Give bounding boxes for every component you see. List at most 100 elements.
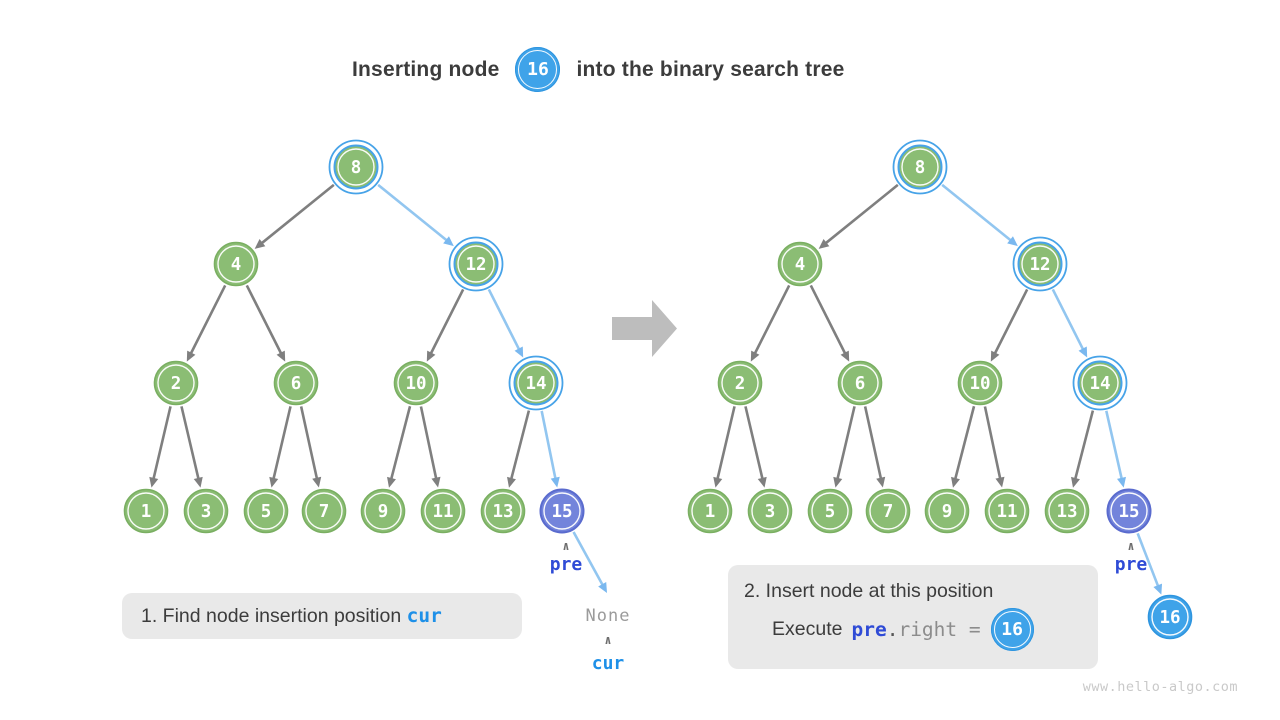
tree-node-R13: 13 [1044,488,1090,534]
tree-node-value-R13: 13 [1056,502,1077,522]
tree-node-R2: 2 [717,360,763,406]
tree-edge-L14-L13 [507,410,531,488]
tree-node-L8: 8 [328,139,384,195]
tree-node-L5: 5 [243,488,289,534]
tree-node-value-R14: 14 [1089,374,1110,394]
step2-caption-box: 2. Insert node at this position Execute … [728,565,1098,669]
tree-node-value-R3: 3 [765,502,776,522]
title-text-before: Inserting node [352,57,500,81]
tree-edge-R6-R7 [863,406,886,488]
step1-caption-box: 1. Find node insertion position cur [122,593,522,639]
tree-node-value-L13: 13 [492,502,513,522]
tree-node-R15: 15 [1106,488,1152,534]
tree-edge-R15-R16 [1136,532,1163,595]
tree-node-value-R5: 5 [825,502,836,522]
tree-node-L4: 4 [213,241,259,287]
tree-edge-L2-L1 [149,406,172,488]
title-node-circle: 16 [515,47,561,92]
right-code-label: right [898,618,958,641]
tree-node-value-L1: 1 [141,502,152,522]
tree-edge-L2-L3 [180,406,203,488]
tree-edge-R4-R2 [750,284,791,362]
tree-node-value-L5: 5 [261,502,272,522]
cur-code-label: cur [406,604,442,627]
tree-node-L10: 10 [393,360,439,406]
tree-edge-R12-R10 [990,288,1029,362]
tree-node-L3: 3 [183,488,229,534]
tree-node-R12: 12 [1012,236,1068,292]
tree-node-value-R6: 6 [855,374,866,394]
tree-node-value-R9: 9 [942,502,953,522]
tree-node-R16: 16 [1147,594,1193,640]
tree-node-value-R11: 11 [996,502,1017,522]
tree-edge-L15-point [572,531,607,593]
tree-edge-L10-L9 [387,405,412,488]
transition-arrow-icon [612,300,677,357]
tree-node-value-R12: 12 [1029,255,1050,275]
tree-node-L9: 9 [360,488,406,534]
tree-edge-R2-R3 [744,406,767,488]
tree-node-value-R4: 4 [795,255,806,275]
tree-node-R7: 7 [865,488,911,534]
tree-node-L15: 15 [539,488,585,534]
tree-node-L14: 14 [508,355,564,411]
tree-edge-L6-L5 [269,406,292,488]
tree-edge-L6-L7 [299,406,322,488]
watermark: www.hello-algo.com [1082,679,1238,695]
tree-edge-R14-R13 [1071,410,1095,488]
tree-node-L1: 1 [123,488,169,534]
tree-node-L2: 2 [153,360,199,406]
tree-edge-R6-R5 [833,406,856,488]
tree-edge-L8-L4 [254,183,335,249]
title-text-after: into the binary search tree [576,57,845,81]
tree-node-value-L7: 7 [319,502,330,522]
tree-edge-R8-R4 [818,183,899,249]
tree-node-R5: 5 [807,488,853,534]
step2-line2: Execute pre.right = 16 [772,608,1082,651]
tree-node-value-L9: 9 [378,502,389,522]
tree-node-R10: 10 [957,360,1003,406]
diagram-title: Inserting node 16 into the binary search… [352,47,844,92]
tree-node-value-L10: 10 [405,374,426,394]
tree-edge-R10-R11 [983,406,1005,488]
tree-node-value-R7: 7 [883,502,894,522]
tree-node-value-L14: 14 [525,374,546,394]
dot-code-label: . [886,618,899,641]
tree-node-value-R16: 16 [1159,608,1180,628]
tree-edge-R2-R1 [713,406,736,488]
tree-node-value-L12: 12 [465,255,486,275]
tree-node-R9: 9 [924,488,970,534]
tree-node-value-L11: 11 [432,502,453,522]
tree-node-value-L4: 4 [231,255,242,275]
tree-edge-R14-R15 [1105,410,1126,488]
tree-node-R6: 6 [837,360,883,406]
tree-node-R3: 3 [747,488,793,534]
tree-edge-L12-L10 [426,288,465,362]
tree-edge-L4-L6 [245,284,286,362]
tree-node-value-R8: 8 [915,158,926,178]
tree-edge-L12-L14 [487,288,524,358]
step2-execute-text: Execute [772,618,843,640]
tree-edge-L14-L15 [540,410,560,488]
tree-node-L6: 6 [273,360,319,406]
tree-node-value-R10: 10 [969,374,990,394]
equals-code-label: = [957,618,981,641]
tree-node-R14: 14 [1072,355,1128,411]
tree-edge-L4-L2 [186,284,227,362]
tree-edge-R4-R6 [809,284,850,362]
tree-node-value-R15: 15 [1118,502,1139,522]
tree-edge-R12-R14 [1051,288,1088,358]
step2-node-value: 16 [1001,619,1023,640]
tree-edge-R8-R12 [941,183,1018,247]
tree-node-value-R2: 2 [735,374,746,394]
tree-node-value-L2: 2 [171,374,182,394]
tree-node-R4: 4 [777,241,823,287]
tree-node-L11: 11 [420,488,466,534]
step2-line1: 2. Insert node at this position [744,580,994,602]
tree-node-L7: 7 [301,488,347,534]
tree-node-L13: 13 [480,488,526,534]
tree-edge-R10-R9 [951,405,976,488]
tree-node-R1: 1 [687,488,733,534]
tree-node-value-L15: 15 [551,502,572,522]
